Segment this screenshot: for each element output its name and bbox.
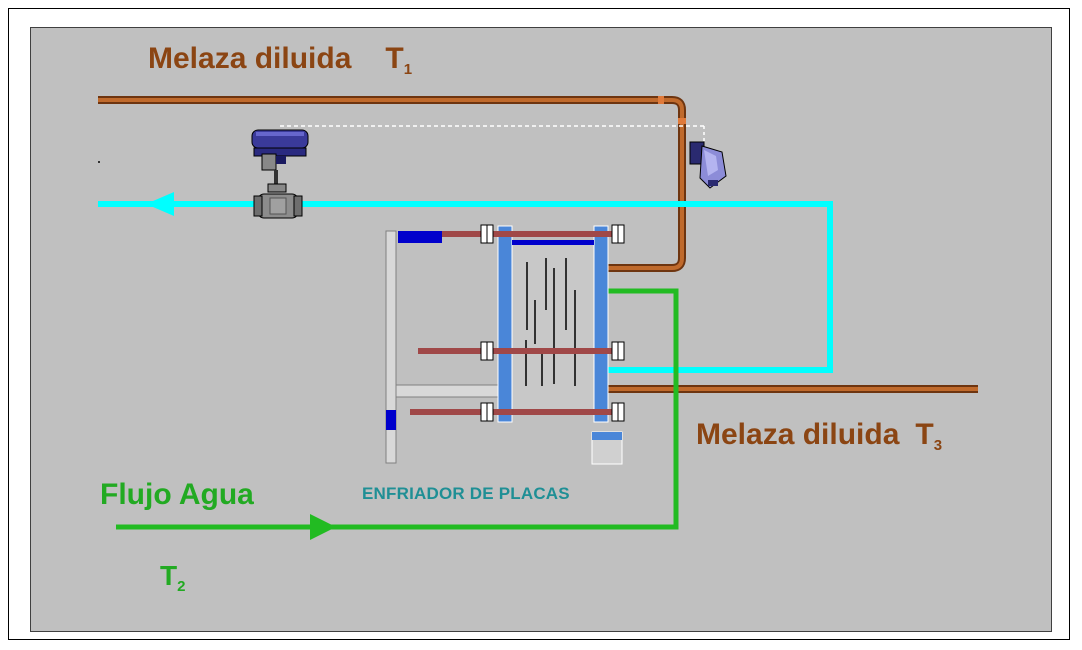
molasses-inlet-pipe — [98, 96, 686, 272]
plate-heat-exchanger-icon — [385, 224, 625, 465]
marker-dot — [98, 161, 100, 163]
water-temperature-label: T2 — [160, 560, 186, 595]
control-valve-icon — [251, 129, 309, 219]
exchanger-caption: ENFRIADOR DE PLACAS — [362, 484, 570, 503]
water-supply-line — [116, 288, 679, 540]
temperature-transmitter-icon — [689, 141, 727, 189]
cooling-return-line — [98, 192, 833, 373]
flow-arrow-icon — [310, 514, 336, 540]
water-flow-label: Flujo Agua — [100, 478, 254, 511]
flow-arrow-icon — [146, 192, 174, 216]
